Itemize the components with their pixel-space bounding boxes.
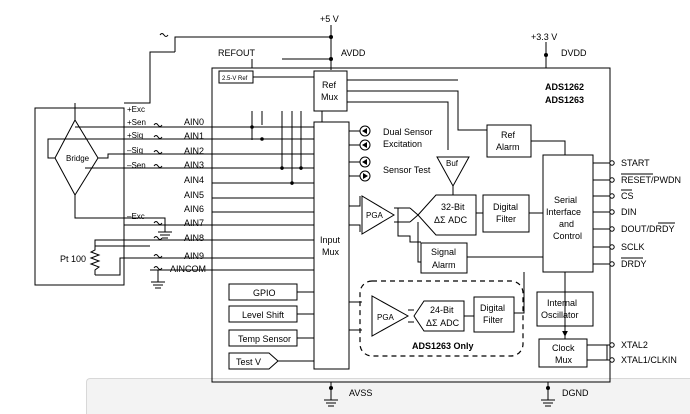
refout-label: REFOUT [218, 48, 256, 58]
gpio-label: GPIO [253, 288, 276, 298]
pin-sclk: SCLK [621, 242, 645, 252]
test-v-label: Test V [236, 357, 261, 367]
adc32-line1: 32-Bit [441, 202, 465, 212]
buf-label: Buf [446, 159, 459, 168]
pt100-resistor [89, 246, 101, 275]
scroll-bar-area [86, 378, 690, 414]
pga-main-label: PGA [366, 211, 384, 220]
pin-start: START [621, 158, 650, 168]
clock-mux-line2: Mux [555, 355, 573, 365]
ain0-label: AIN0 [184, 117, 204, 127]
signal-alarm-line1: Signal [431, 247, 456, 257]
ain1-label: AIN1 [184, 131, 204, 141]
pga-secondary-label: PGA [377, 313, 395, 322]
pt100-label: Pt 100 [60, 254, 86, 264]
ref-mux-line1: Ref [322, 80, 337, 90]
clock-mux-line1: Clock [552, 343, 575, 353]
digital-filter2-line2: Filter [483, 315, 503, 325]
ref-mux-block [313, 70, 348, 112]
plus-sig-label: +Sig [127, 131, 143, 140]
minus-sen-label: –Sen [127, 161, 146, 170]
ain3-label: AIN3 [184, 160, 204, 170]
ain5-label: AIN5 [184, 190, 204, 200]
serial-interface-block [542, 154, 594, 273]
dual-sensor-line1: Dual Sensor [383, 127, 433, 137]
input-mux-line2: Mux [322, 247, 340, 257]
plus-exc-label: +Exc [127, 105, 145, 114]
digital-filter-line1: Digital [493, 202, 518, 212]
test-v-block [228, 352, 279, 370]
input-mux-line1: Input [320, 235, 341, 245]
signal-alarm-line2: Alarm [432, 260, 456, 270]
ref-alarm-block [486, 124, 532, 158]
analog-input-labels: AIN0 AIN1 AIN2 AIN3 AIN4 AIN5 AIN6 AIN7 … [170, 117, 206, 274]
external-sensor-box [34, 107, 125, 286]
oscillator-line2: Oscillator [541, 310, 579, 320]
ref-mux-line2: Mux [321, 92, 339, 102]
digital-filter-line2: Filter [496, 214, 516, 224]
ain6-label: AIN6 [184, 204, 204, 214]
ain8-label: AIN8 [184, 233, 204, 243]
digital-filter2-line1: Digital [480, 303, 505, 313]
dgnd-label: DGND [562, 388, 589, 398]
excitation-sources [349, 125, 371, 182]
analog-input-lines [124, 125, 314, 271]
pin-drdy: DRDY [621, 259, 647, 269]
part-number-2: ADS1263 [545, 95, 584, 105]
pin-dout-drdy: DOUT/DRDY [621, 224, 675, 234]
pin-xtal2: XTAL2 [621, 340, 648, 350]
digital-filter-block [482, 194, 530, 233]
minus-sig-label: –Sig [127, 146, 143, 155]
pin-din: DIN [621, 207, 637, 217]
ads1263-only-label: ADS1263 Only [412, 341, 474, 351]
pin-reset-pwdn: RESET/PWDN [621, 175, 681, 185]
oscillator-line1: Internal [547, 298, 577, 308]
line-break-marks [153, 33, 169, 270]
serial-line3: and [559, 219, 574, 229]
dual-sensor-line2: Excitation [383, 139, 422, 149]
signal-alarm-block [420, 242, 468, 274]
clock-mux-block [538, 338, 588, 368]
avss-label: AVSS [349, 388, 372, 398]
avdd-label: AVDD [341, 48, 366, 58]
aincom-label: AINCOM [170, 264, 206, 274]
digital-pin-lines [593, 160, 615, 363]
minus-exc-label: –Exc [127, 212, 145, 221]
part-number-1: ADS1262 [545, 82, 584, 92]
ref-alarm-line1: Ref [501, 130, 516, 140]
dvdd-label: DVDD [561, 48, 587, 58]
adc32-block [417, 194, 477, 236]
adc24-line1: 24-Bit [430, 305, 454, 315]
serial-line1: Serial [554, 195, 577, 205]
serial-line2: Interface [546, 207, 581, 217]
plus-sen-label: +Sen [127, 118, 146, 127]
level-shift-label: Level Shift [242, 310, 285, 320]
supply-5v-label: +5 V [320, 14, 339, 24]
temp-sensor-label: Temp Sensor [238, 334, 291, 344]
sensor-test-label: Sensor Test [383, 165, 431, 175]
input-mux-block [313, 121, 350, 370]
ain7-label: AIN7 [184, 218, 204, 228]
ads1263-only-region [359, 280, 524, 357]
ref-alarm-line2: Alarm [496, 142, 520, 152]
digital-filter2-block [473, 296, 515, 333]
pin-cs: CS [621, 191, 634, 201]
pga-main [361, 195, 395, 235]
pin-xtal1-clkin: XTAL1/CLKIN [621, 355, 677, 365]
ref-2v5-label: 2.5-V Ref [222, 76, 248, 82]
buf-amplifier [436, 156, 470, 188]
pga-secondary [371, 295, 410, 337]
ain2-label: AIN2 [184, 146, 204, 156]
ain4-label: AIN4 [184, 175, 204, 185]
adc32-line2: ΔΣ ADC [434, 215, 468, 225]
serial-line4: Control [553, 231, 582, 241]
adc24-line2: ΔΣ ADC [426, 318, 460, 328]
bridge-label: Bridge [66, 154, 90, 163]
supply-3v3-label: +3.3 V [531, 32, 557, 42]
ain9-label: AIN9 [184, 251, 204, 261]
